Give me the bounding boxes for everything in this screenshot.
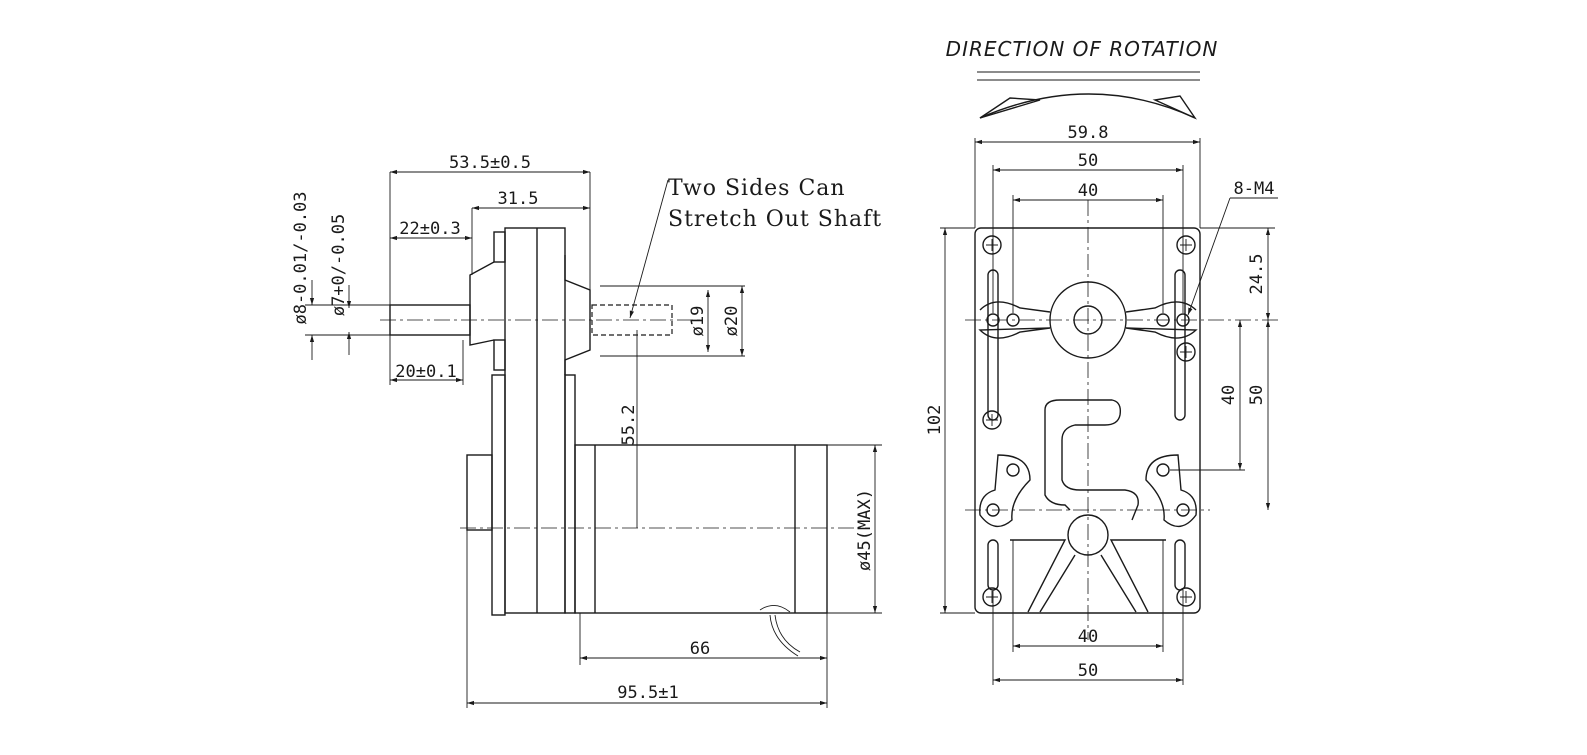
dim-dia-7: ø7+0/-0.05 [329,214,349,316]
dim-8-m4: 8-M4 [1234,179,1275,199]
front-plate [974,227,1201,614]
side-dimensions: 53.5±0.5 31.5 22±0.3 20±0.1 ø8-0.01/-0.0… [291,153,882,708]
note-line-1: Two Sides Can [668,176,846,201]
dim-22: 22±0.3 [399,219,460,239]
shaft-note: Two Sides Can Stretch Out Shaft [629,176,882,319]
dim-50-bottom: 50 [1078,661,1098,681]
dim-66: 66 [690,639,710,659]
dim-24-5: 24.5 [1247,254,1267,295]
dim-102: 102 [925,405,945,436]
rotation-arrow-icon [977,71,1200,120]
motor-body [574,444,828,614]
dim-50-vertical: 50 [1247,385,1267,405]
dim-31-5: 31.5 [498,189,539,209]
dim-95-5: 95.5±1 [617,683,678,703]
rotation-title: DIRECTION OF ROTATION [946,37,1219,61]
dim-55-2: 55.2 [619,405,639,446]
side-view [380,227,870,657]
dim-40-bottom: 40 [1078,627,1098,647]
front-dimensions: 59.8 50 40 8-M4 24.5 40 50 102 40 [925,123,1278,685]
dim-40-vertical: 40 [1219,385,1239,405]
dim-53-5: 53.5±0.5 [449,153,531,173]
dim-50-top: 50 [1078,151,1098,171]
gearbox-plate [504,227,566,614]
front-view [965,200,1280,640]
dim-20: 20±0.1 [395,362,456,382]
dim-59-8: 59.8 [1068,123,1109,143]
note-line-2: Stretch Out Shaft [668,207,882,232]
screw-icons [982,235,1196,607]
dim-dia-45: ø45(MAX) [855,489,875,571]
dim-dia-8: ø8-0.01/-0.03 [291,191,311,324]
dim-dia-19: ø19 [688,306,708,337]
dim-dia-20: ø20 [722,306,742,337]
dim-40-top: 40 [1078,181,1098,201]
